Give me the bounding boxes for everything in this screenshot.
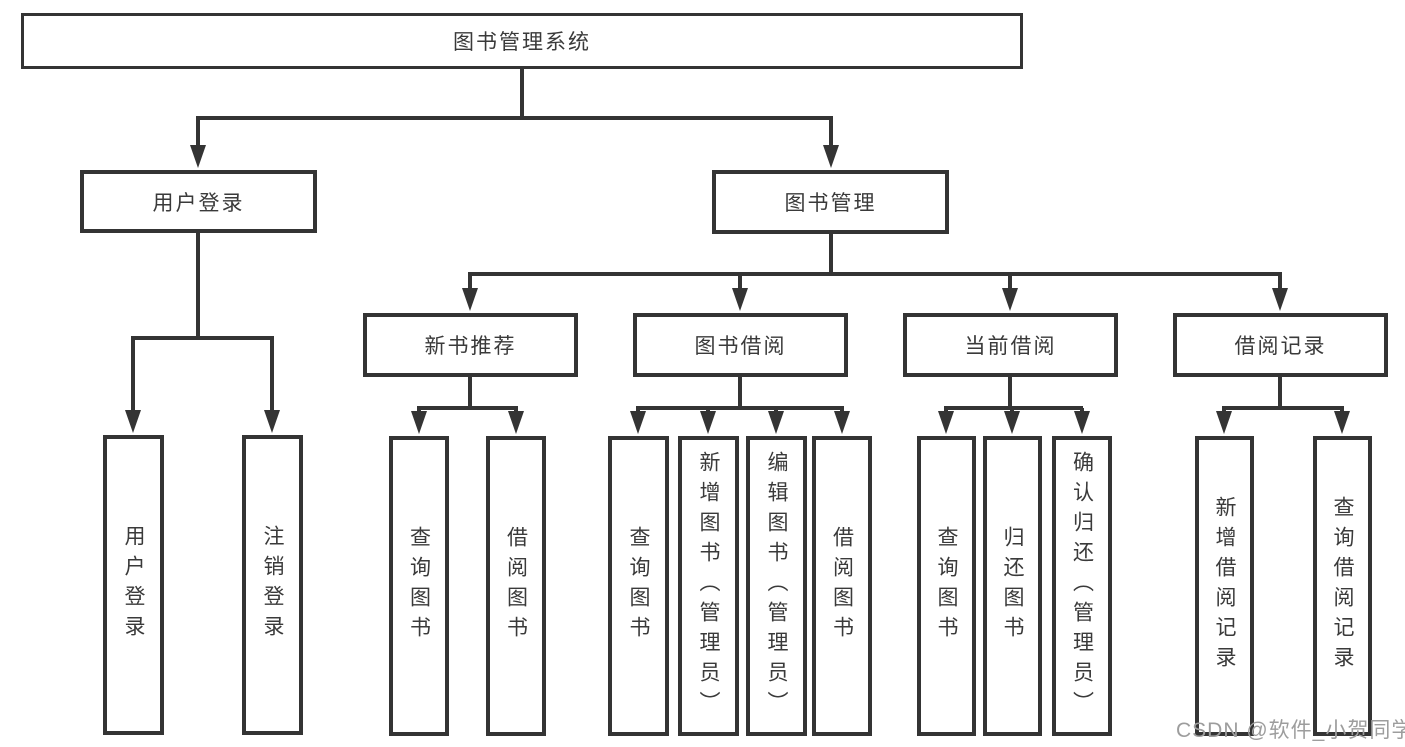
node-book-management-label: 图书管理 bbox=[784, 192, 877, 215]
leaf-borrow-add-books-admin-label: 新增图书（管理员） bbox=[697, 451, 721, 721]
leaf-logout: 注销登录 bbox=[242, 435, 303, 735]
node-borrowing-records-label: 借阅记录 bbox=[1234, 335, 1327, 358]
node-book-borrowing: 图书借阅 bbox=[633, 313, 848, 377]
leaf-current-return-books-label: 归还图书 bbox=[1001, 526, 1025, 646]
leaf-borrow-borrow-books-label: 借阅图书 bbox=[830, 526, 854, 646]
node-user-login-label: 用户登录 bbox=[152, 191, 245, 215]
leaf-current-confirm-return-admin-label: 确认归还（管理员） bbox=[1070, 451, 1094, 721]
node-book-management: 图书管理 bbox=[712, 170, 949, 234]
leaf-current-query-books-label: 查询图书 bbox=[935, 526, 959, 646]
node-root-label: 图书管理系统 bbox=[453, 31, 591, 54]
leaf-newrec-query-books-label: 查询图书 bbox=[407, 526, 431, 646]
leaf-user-login: 用户登录 bbox=[103, 435, 164, 735]
node-user-login: 用户登录 bbox=[80, 170, 317, 233]
node-root: 图书管理系统 bbox=[21, 13, 1023, 69]
leaf-borrow-query-books-label: 查询图书 bbox=[627, 526, 651, 646]
leaf-records-query-record: 查询借阅记录 bbox=[1313, 436, 1372, 736]
leaf-current-return-books: 归还图书 bbox=[983, 436, 1042, 736]
leaf-borrow-edit-books-admin-label: 编辑图书（管理员） bbox=[765, 451, 789, 721]
leaf-newrec-query-books: 查询图书 bbox=[389, 436, 449, 736]
leaf-borrow-borrow-books: 借阅图书 bbox=[812, 436, 872, 736]
node-current-borrowing: 当前借阅 bbox=[903, 313, 1118, 377]
leaf-current-query-books: 查询图书 bbox=[917, 436, 976, 736]
leaf-user-login-label: 用户登录 bbox=[122, 525, 146, 645]
leaf-borrow-query-books: 查询图书 bbox=[608, 436, 669, 736]
leaf-logout-label: 注销登录 bbox=[261, 525, 285, 645]
leaf-borrow-add-books-admin: 新增图书（管理员） bbox=[678, 436, 739, 736]
node-book-borrowing-label: 图书借阅 bbox=[694, 335, 787, 358]
leaf-records-add-record: 新增借阅记录 bbox=[1195, 436, 1254, 736]
watermark: CSDN @软件_小贺同学 bbox=[1176, 719, 1405, 742]
node-borrowing-records: 借阅记录 bbox=[1173, 313, 1388, 377]
node-new-book-recommend-label: 新书推荐 bbox=[424, 335, 517, 358]
leaf-current-confirm-return-admin: 确认归还（管理员） bbox=[1052, 436, 1112, 736]
leaf-newrec-borrow-books-label: 借阅图书 bbox=[504, 526, 528, 646]
leaf-records-add-record-label: 新增借阅记录 bbox=[1213, 496, 1237, 676]
leaf-newrec-borrow-books: 借阅图书 bbox=[486, 436, 546, 736]
node-current-borrowing-label: 当前借阅 bbox=[964, 335, 1057, 358]
leaf-borrow-edit-books-admin: 编辑图书（管理员） bbox=[746, 436, 807, 736]
node-new-book-recommend: 新书推荐 bbox=[363, 313, 578, 377]
leaf-records-query-record-label: 查询借阅记录 bbox=[1331, 496, 1355, 676]
